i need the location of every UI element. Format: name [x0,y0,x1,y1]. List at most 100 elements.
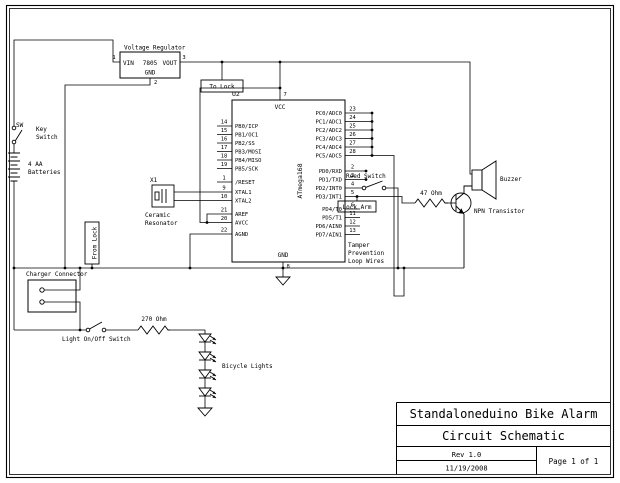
tamper-loop: Tamper Prevention Loop Wires [348,242,385,265]
mcu-pin-number: 4 [351,182,355,188]
mcu-pin-name: PC3/ADC3 [316,137,343,143]
mcu-pin-number: 21 [221,208,228,214]
mcu-pin-number: 7 [284,92,287,98]
bicycle-lights-label: Bicycle Lights [222,363,273,370]
mcu-pin-name: PD2/INT0 [316,186,343,192]
vr-pin-number: 2 [154,80,157,86]
key-switch-ref: SW [16,122,24,129]
mcu-pin-name: PC1/ADC1 [316,120,343,126]
mcu-pin-number: 22 [221,228,228,234]
tamper-loop-label: Tamper [348,242,370,249]
junction-dots [12,60,406,332]
mcu-designator: U2 [232,90,240,98]
mcu-pin-number: 24 [349,115,356,121]
mcu-pin-name: PD1/TXD [319,178,342,184]
lock-arm-flag: Lock Arm [337,200,377,213]
title-block-revision: Rev 1.0 [452,451,482,459]
mcu-pin-number: 18 [221,154,228,160]
mcu-pin-name: AGND [235,232,248,238]
mcu-vcc-label: VCC [275,104,286,111]
mcu-pin-name: PD5/T1 [322,216,342,222]
battery: 4 AA Batteries [8,152,61,182]
mcu-pin-number: 12 [349,220,356,226]
mcu-pin-number: 23 [349,107,356,113]
bicycle-leds: Bicycle Lights [198,333,273,399]
mcu-pin-name: PD3/INT1 [316,195,343,201]
mcu-pin-number: 11 [349,211,356,217]
buzzer: Buzzer [471,160,522,200]
mcu-pin-name: PB4/MISO [235,158,262,164]
mcu-pin-name: PC4/ADC4 [316,145,343,151]
vr-vin-label: VIN [123,60,134,67]
resonator-label: Ceramic [145,212,171,219]
light-switch: Light On/Off Switch [62,321,131,343]
reed-switch: Reed Switch [346,173,387,191]
tamper-loop-label: Loop Wires [348,258,385,265]
mcu-pin-number: 17 [221,145,228,151]
mcu-gnd-label: GND [278,252,289,259]
title-block-date: 11/19/2008 [445,465,487,473]
mcu-pin-name: PB1/OC1 [235,133,258,139]
mcu-pin-name: /RESET [235,180,256,186]
mcu-pin-name: PB2/SS [235,141,255,147]
title-block: Standaloneduino Bike Alarm Circuit Schem… [396,402,611,475]
mcu: U2 ATmega168 VCC 7 GND 8 PB0/ICP PB1/OC1… [217,90,360,270]
mcu-pin-number: 3 [351,173,354,179]
mcu-pin-number: 14 [221,120,228,126]
from-lock-flag: From Lock [84,221,100,268]
ground-symbol [197,407,213,417]
mcu-pin-number: 8 [287,264,290,270]
mcu-pin-name: PC2/ADC2 [316,128,343,134]
resistor-47ohm: 47 Ohm [414,190,448,208]
voltage-regulator: Voltage Regulator VIN 7805 VOUT GND 1 3 … [112,45,185,87]
key-switch-label: Switch [36,134,58,141]
mcu-pin-number: 9 [222,186,225,192]
battery-label: 4 AA [28,161,43,168]
vr-part-label: 7805 [143,60,158,67]
voltage-regulator-label: Voltage Regulator [124,45,186,52]
transistor-label: NPN Transistor [474,208,525,215]
mcu-pin-name: XTAL2 [235,199,252,205]
mcu-pin-number: 27 [349,141,356,147]
wires [13,39,472,408]
mcu-pin-name: PC5/ADC5 [316,154,343,160]
resistor-47ohm-label: 47 Ohm [420,190,442,197]
mcu-pin-number: 5 [351,190,354,196]
mcu-pin-number: 6 [351,203,354,209]
buzzer-label: Buzzer [500,176,522,183]
mcu-part-name: ATmega168 [296,163,304,198]
resonator-label: Resonator [145,220,178,227]
title-block-page: Page 1 of 1 [549,457,599,466]
mcu-pin-name: PD7/AIN1 [316,233,343,239]
mcu-pin-number: 28 [349,149,356,155]
reed-switch-label: Reed Switch [346,173,386,180]
mcu-pin-number: 19 [221,162,228,168]
mcu-pin-name: PB3/MOSI [235,150,262,156]
to-lock-flag: To Lock [200,79,244,93]
mcu-pin-name: PB5/SCK [235,167,259,173]
mcu-pin-number: 15 [221,128,228,134]
resistor-270ohm: 270 Ohm [137,316,170,335]
from-lock-label: From Lock [92,226,99,259]
vr-pin-number: 3 [182,55,185,61]
mcu-pin-number: 1 [222,176,225,182]
mcu-pin-name: PD6/AIN0 [316,224,343,230]
mcu-pin-number: 2 [351,165,354,171]
charger-connector: Charger Connector [26,271,88,313]
mcu-pin-number: 20 [221,216,228,222]
key-switch: SW Key Switch [11,122,58,145]
light-switch-label: Light On/Off Switch [62,336,131,343]
mcu-pin-name: PD0/RXD [319,169,342,175]
ceramic-resonator: X1 Ceramic Resonator [145,177,178,227]
vr-pin-number: 1 [112,55,115,61]
battery-label: Batteries [28,169,61,176]
page-border [5,4,615,479]
charger-label: Charger Connector [26,271,88,278]
title-block-title: Standaloneduino Bike Alarm [410,407,598,421]
ground-symbol [275,262,291,286]
npn-transistor: NPN Transistor [450,185,525,268]
mcu-pin-number: 16 [221,137,228,143]
mcu-pin-number: 25 [349,124,356,130]
